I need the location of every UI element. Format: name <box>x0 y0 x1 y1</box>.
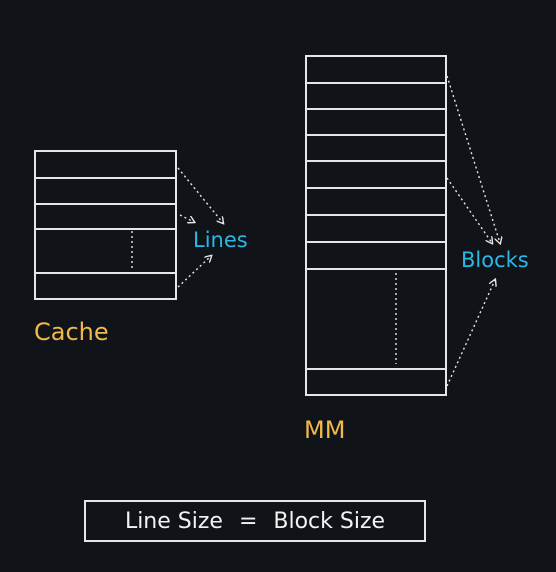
cache-label: Cache <box>34 318 109 346</box>
blocks-arrow-top <box>446 75 500 243</box>
blocks-arrow-middle <box>446 177 492 243</box>
lines-arrow-bottom <box>177 256 211 288</box>
main-memory-block <box>305 55 447 396</box>
lines-label: Lines <box>193 228 248 252</box>
formula-box: Line Size = Block Size <box>84 500 426 542</box>
mm-outline <box>305 55 447 396</box>
formula-left: Line Size <box>124 508 223 534</box>
formula-right: Block Size <box>273 508 386 534</box>
formula-equals: = <box>238 508 258 534</box>
cache-block <box>34 150 177 300</box>
lines-arrow-top <box>177 167 223 223</box>
blocks-arrow-bottom <box>446 280 495 387</box>
lines-arrow-middle <box>179 214 194 222</box>
main-memory-label: MM <box>304 416 346 444</box>
cache-outline <box>34 150 177 300</box>
blocks-label: Blocks <box>461 248 529 272</box>
